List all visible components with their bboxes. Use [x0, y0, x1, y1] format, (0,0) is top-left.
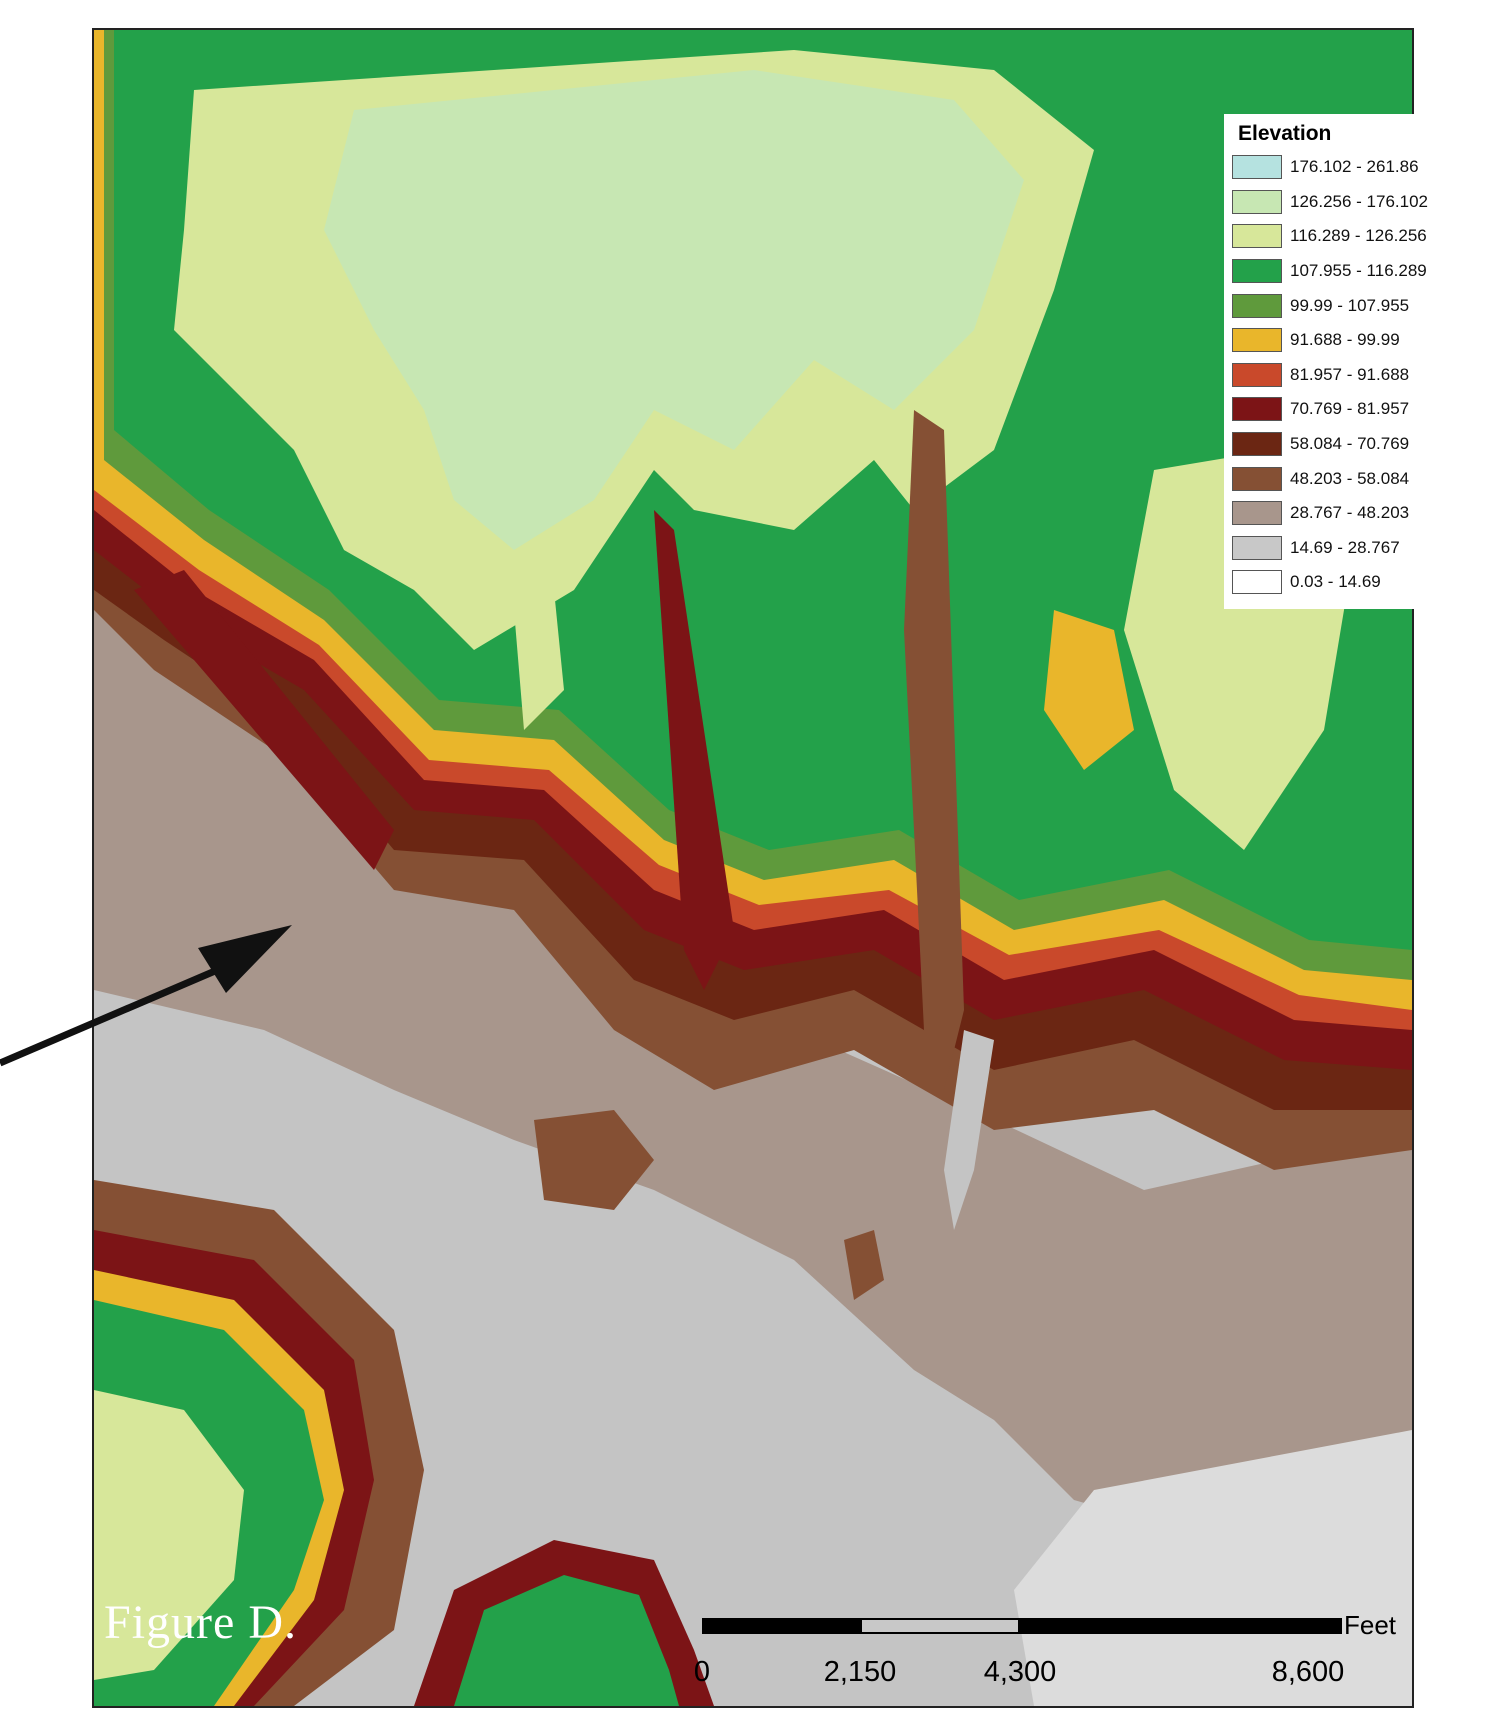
- elevation-legend: Elevation 176.102 - 261.86 126.256 - 176…: [1224, 114, 1454, 609]
- legend-label: 126.256 - 176.102: [1290, 191, 1429, 211]
- legend-swatch: [1232, 259, 1282, 284]
- legend-item: 14.69 - 28.767: [1232, 531, 1448, 566]
- legend-swatch: [1232, 501, 1282, 526]
- legend-swatch: [1232, 293, 1282, 318]
- legend-label: 70.769 - 81.957: [1290, 399, 1410, 419]
- legend-item: 0.03 - 14.69: [1232, 565, 1448, 600]
- legend-label: 28.767 - 48.203: [1290, 503, 1410, 523]
- legend-swatch: [1232, 535, 1282, 560]
- legend-item: 176.102 - 261.86: [1232, 150, 1448, 185]
- legend-swatch: [1232, 189, 1282, 214]
- legend-label: 81.957 - 91.688: [1290, 364, 1410, 384]
- legend-item: 70.769 - 81.957: [1232, 392, 1448, 427]
- scale-bar: Feet 0 2,150 4,300 8,600: [694, 1610, 1396, 1698]
- legend-label: 91.688 - 99.99: [1290, 330, 1400, 350]
- legend-swatch: [1232, 328, 1282, 353]
- map-frame[interactable]: Elevation 176.102 - 261.86 126.256 - 176…: [92, 28, 1454, 1708]
- legend-item: 48.203 - 58.084: [1232, 461, 1448, 496]
- scale-bar-tick: 0: [693, 1656, 711, 1688]
- legend-item: 126.256 - 176.102: [1232, 185, 1448, 220]
- legend-item: 107.955 - 116.289: [1232, 254, 1448, 289]
- legend-list: 176.102 - 261.86 126.256 - 176.102 116.2…: [1232, 150, 1448, 600]
- legend-swatch: [1232, 466, 1282, 491]
- legend-item: 91.688 - 99.99: [1232, 323, 1448, 358]
- scale-bar-segment: [1018, 1618, 1342, 1634]
- legend-item: 81.957 - 91.688: [1232, 358, 1448, 393]
- legend-item: 58.084 - 70.769: [1232, 427, 1448, 462]
- scale-bar-tick: 4,300: [983, 1656, 1057, 1688]
- legend-swatch: [1232, 397, 1282, 422]
- scale-bar-segment: [702, 1618, 862, 1634]
- legend-swatch: [1232, 570, 1282, 595]
- legend-swatch: [1232, 224, 1282, 249]
- legend-swatch: [1232, 155, 1282, 180]
- elevation-map[interactable]: [94, 30, 1412, 1706]
- scale-bar-tick: 2,150: [823, 1656, 897, 1688]
- legend-swatch: [1232, 362, 1282, 387]
- scale-bar-tick: 8,600: [1271, 1656, 1345, 1688]
- legend-title: Elevation: [1238, 122, 1332, 145]
- legend-swatch: [1232, 432, 1282, 457]
- legend-label: 14.69 - 28.767: [1290, 537, 1400, 557]
- scale-bar-unit: Feet: [1344, 1610, 1397, 1640]
- legend-item: 116.289 - 126.256: [1232, 219, 1448, 254]
- legend-label: 99.99 - 107.955: [1290, 295, 1410, 315]
- scale-bar-segment: [860, 1618, 1020, 1634]
- legend-label: 107.955 - 116.289: [1290, 261, 1427, 281]
- legend-label: 116.289 - 126.256: [1290, 226, 1427, 246]
- legend-label: 0.03 - 14.69: [1290, 572, 1381, 592]
- figure-label: Figure D.: [104, 1596, 297, 1649]
- legend-label: 48.203 - 58.084: [1290, 468, 1410, 488]
- legend-label: 176.102 - 261.86: [1290, 157, 1419, 177]
- legend-item: 99.99 - 107.955: [1232, 288, 1448, 323]
- legend-label: 58.084 - 70.769: [1290, 434, 1410, 454]
- legend-item: 28.767 - 48.203: [1232, 496, 1448, 531]
